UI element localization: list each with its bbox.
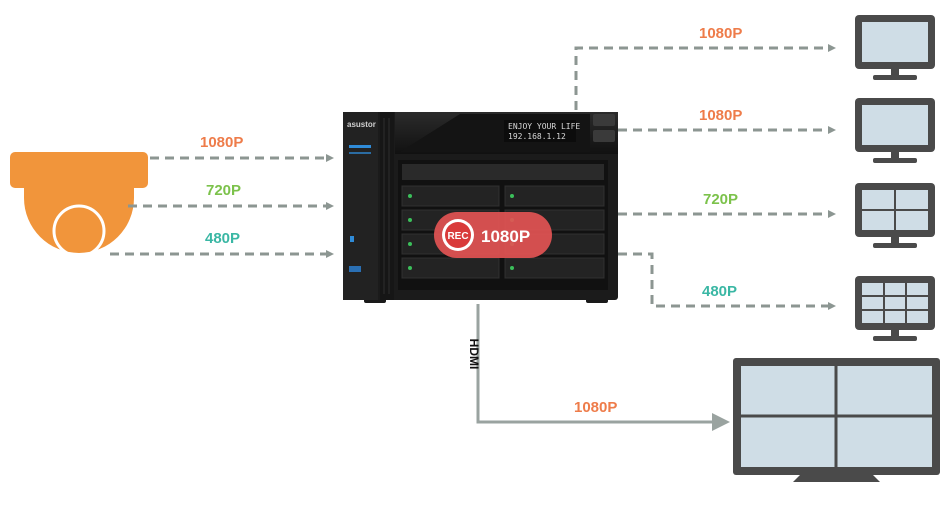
- output-line-1-1080p: [574, 44, 836, 110]
- hdmi-connector-label: HDMI: [467, 339, 481, 370]
- nas-device-icon: asustor ENJOY YOUR LIFE 192.168.1.12: [343, 112, 618, 303]
- hdmi-label-1080p: 1080P: [574, 399, 617, 416]
- monitor-icon: [855, 98, 935, 163]
- output-connections: 1080P 1080P 720P 480P: [574, 25, 836, 310]
- input-label-1080p: 1080P: [200, 134, 243, 151]
- rec-badge-text: REC: [447, 231, 468, 242]
- output-label-3-720p: 720P: [703, 191, 738, 208]
- output-label-4-480p: 480P: [702, 283, 737, 300]
- hdmi-connection: HDMI 1080P: [467, 304, 730, 431]
- output-label-1-1080p: 1080P: [699, 25, 742, 42]
- output-line-4-480p: [618, 252, 836, 310]
- hdmi-arrowhead: [712, 413, 730, 431]
- output-label-2-1080p: 1080P: [699, 107, 742, 124]
- tv-monitor-icon: [733, 358, 940, 482]
- lcd-line-2: 192.168.1.12: [508, 132, 566, 141]
- input-label-480p: 480P: [205, 230, 240, 247]
- rec-resolution: 1080P: [481, 227, 530, 246]
- rec-badge: REC 1080P: [434, 212, 552, 258]
- monitor-icon: [855, 183, 935, 248]
- monitor-icon: [855, 276, 935, 341]
- input-connections: 1080P 720P 480P: [110, 134, 334, 258]
- lcd-line-1: ENJOY YOUR LIFE: [508, 122, 580, 131]
- monitor-icon: [855, 15, 935, 80]
- dome-camera-icon: [10, 152, 148, 258]
- hdmi-line: [476, 304, 720, 424]
- nas-brand: asustor: [347, 120, 376, 129]
- input-label-720p: 720P: [206, 182, 241, 199]
